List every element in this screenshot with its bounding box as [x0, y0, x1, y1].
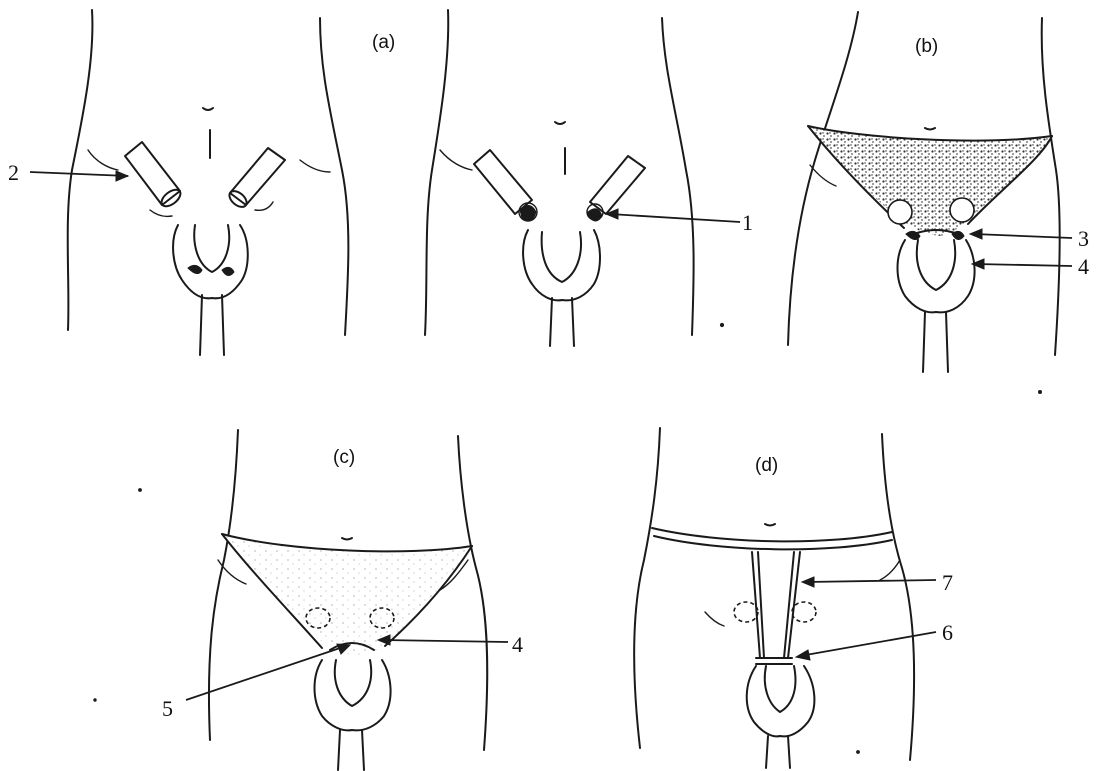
implant-cylinder-left — [125, 142, 183, 210]
callout-5: 5 — [162, 644, 350, 721]
panel-b-label: (b) — [915, 36, 938, 57]
callout-4-panel-b: 4 — [972, 254, 1089, 279]
callout-4-number-b: 4 — [1078, 254, 1089, 279]
panel-a-label: (a) — [372, 32, 395, 53]
implant-cylinder-right — [226, 148, 285, 210]
panel-c-label: (c) — [333, 447, 355, 468]
panel-a-left-figure — [68, 10, 349, 355]
callout-3: 3 — [970, 226, 1089, 251]
callout-6-number: 6 — [942, 620, 953, 645]
callout-1-number: 1 — [742, 210, 753, 235]
callout-4-number-c: 4 — [512, 632, 523, 657]
callout-6: 6 — [796, 620, 953, 660]
callout-2: 2 — [8, 160, 128, 185]
panel-a-right-figure — [425, 10, 724, 346]
callout-2-number: 2 — [8, 160, 19, 185]
panel-d-figure — [634, 428, 914, 768]
callout-1: 1 — [606, 209, 753, 235]
callout-5-number: 5 — [162, 696, 173, 721]
callout-7-number: 7 — [942, 570, 953, 595]
callout-3-number: 3 — [1078, 226, 1089, 251]
panel-d-label: (d) — [755, 455, 778, 476]
panel-b-figure — [788, 12, 1060, 394]
panel-c-figure — [94, 430, 487, 770]
callout-4-panel-c: 4 — [378, 632, 523, 657]
callout-7: 7 — [802, 570, 953, 595]
